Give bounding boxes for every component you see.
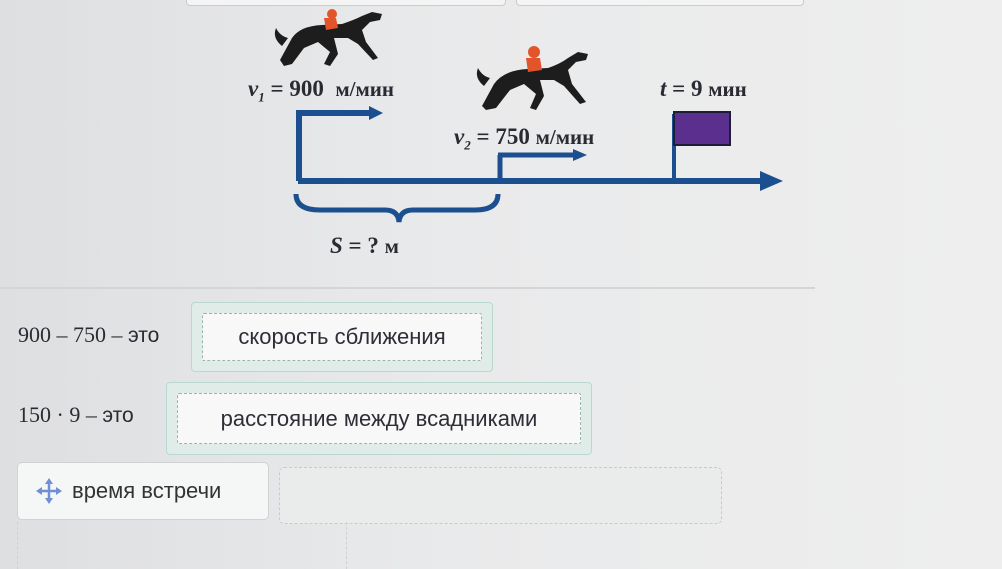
- s-label: S = ? м: [330, 233, 399, 258]
- drop-zone-2-inner: [177, 393, 581, 444]
- answer-chip-1[interactable]: скорость сближения: [238, 324, 446, 349]
- chip-label: время встречи: [72, 478, 222, 503]
- empty-drop-zone[interactable]: [279, 467, 722, 524]
- diagram-drawing: [274, 9, 783, 223]
- draggable-chip-meeting-time[interactable]: время встречи: [17, 462, 269, 520]
- drop-zone-1[interactable]: скорость сближения: [191, 302, 493, 372]
- v1-arrow: [296, 106, 383, 181]
- top-edge: [0, 0, 1002, 8]
- t-label: t = 9 мин: [660, 76, 747, 101]
- top-tab-right: [516, 0, 804, 6]
- move-icon: [36, 478, 62, 504]
- horse-rider-icon: [274, 9, 382, 66]
- drop-zone-1-inner: [202, 313, 482, 361]
- row-1-label: 900 – 750 – это: [18, 322, 160, 347]
- v1-label: v1 = 900 м/мин: [248, 76, 394, 105]
- v2-arrow: [497, 149, 587, 181]
- answer-chip-2[interactable]: расстояние между всадниками: [220, 405, 538, 431]
- row-2-label: 150 · 9 – это: [18, 402, 134, 427]
- drop-zone-2[interactable]: расстояние между всадниками: [166, 382, 592, 455]
- divider: [0, 287, 815, 289]
- top-tab-left: [186, 0, 506, 6]
- v2-label: v2 = 750 м/мин: [454, 124, 595, 153]
- brace-icon: [293, 193, 501, 223]
- main-axis-arrow: [298, 171, 783, 191]
- horse-rider-icon: [476, 46, 588, 110]
- chip-pool-area: [17, 522, 347, 569]
- finish-flag-icon: [672, 111, 731, 181]
- motion-diagram: v1 = 900 м/мин v2 = 750 м/мин t = 9 мин …: [248, 9, 783, 258]
